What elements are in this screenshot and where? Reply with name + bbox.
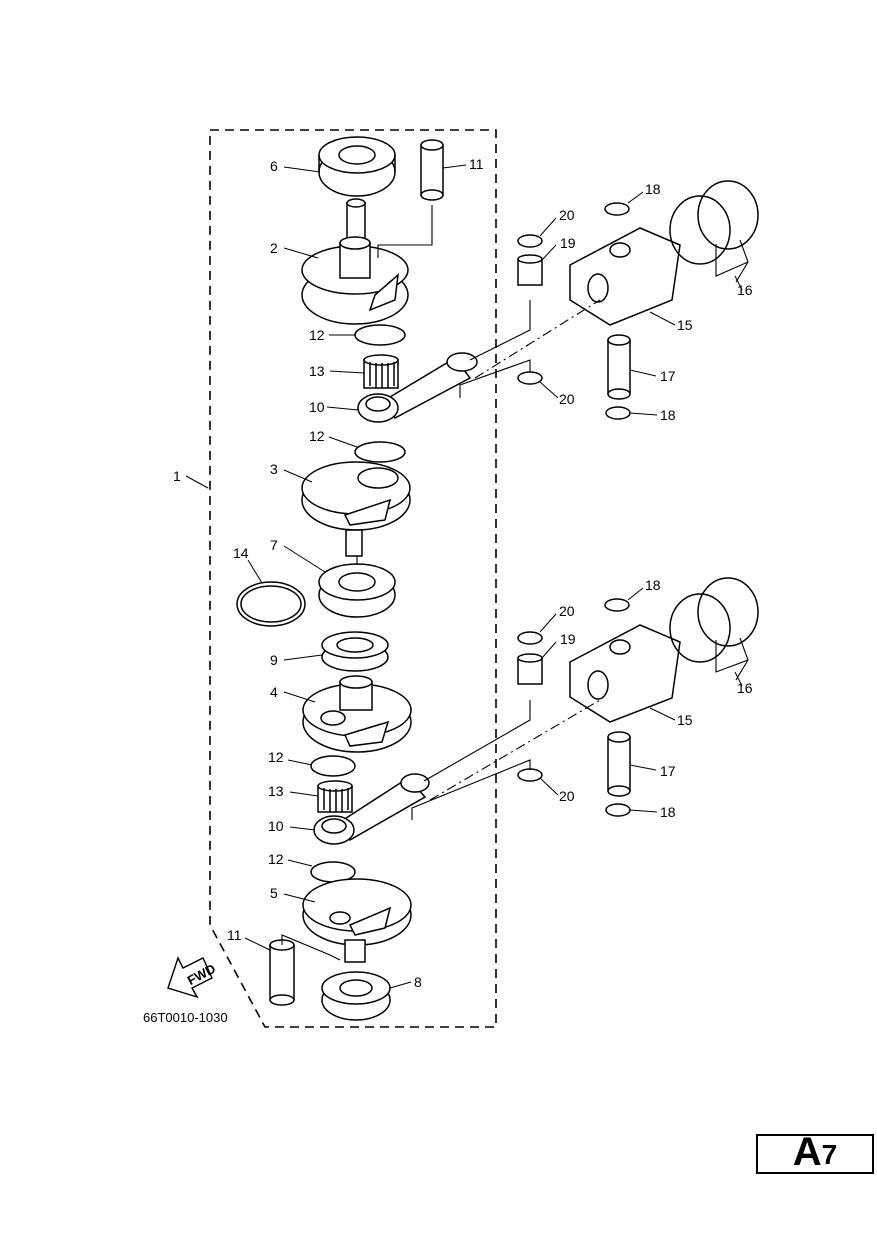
page-badge-letter: A	[792, 1130, 822, 1174]
washer-20-2	[517, 371, 543, 385]
small-end-bearing-upper	[517, 254, 543, 286]
wrist-pin-clip-4	[605, 803, 631, 817]
connecting-rod-upper	[357, 352, 478, 423]
dowel-pin-bottom	[269, 939, 295, 1006]
piston-rings-upper	[669, 180, 759, 265]
page-badge-number: 7	[821, 1139, 838, 1170]
callout-20-c: 20	[559, 603, 575, 619]
thrust-washer-1	[354, 324, 406, 346]
callout-12-b: 12	[309, 428, 325, 444]
callout-19-upper: 19	[560, 235, 576, 251]
thrust-washer-3	[310, 755, 356, 777]
callout-6: 6	[270, 158, 278, 174]
callout-10-upper: 10	[309, 399, 325, 415]
callout-16-lower: 16	[737, 680, 753, 696]
washer-20-4	[517, 768, 543, 782]
needle-bearing-upper	[363, 354, 399, 389]
callout-12-d: 12	[268, 851, 284, 867]
circlip	[236, 581, 306, 627]
callout-11-bottom: 11	[227, 927, 242, 943]
top-ball-bearing	[318, 136, 396, 197]
bottom-ball-bearing	[321, 971, 391, 1021]
drawing-code: 66T0010-1030	[143, 1010, 228, 1025]
callout-13-lower: 13	[268, 783, 284, 799]
middle-crank-web	[301, 461, 411, 557]
assembly-guide-lines	[281, 205, 749, 961]
wrist-pin-clip-1	[604, 202, 630, 216]
washer-20-3	[517, 631, 543, 645]
leader-lines	[185, 164, 743, 989]
washer-20-1	[517, 234, 543, 248]
wrist-pin-lower	[607, 731, 631, 797]
callout-2: 2	[270, 240, 278, 256]
small-end-bearing-lower	[517, 653, 543, 685]
thrust-washer-2	[354, 441, 406, 463]
fwd-direction-arrow: FWD	[167, 956, 218, 999]
callout-18-c: 18	[645, 577, 661, 593]
wrist-pin-clip-3	[604, 598, 630, 612]
callout-19-lower: 19	[560, 631, 576, 647]
connecting-rod-lower	[313, 773, 430, 845]
piston-upper	[569, 227, 681, 326]
callout-11-top: 11	[469, 156, 484, 172]
callout-14: 14	[233, 545, 249, 561]
dowel-pin-top	[420, 139, 444, 201]
callout-20-a: 20	[559, 207, 575, 223]
callout-18-b: 18	[660, 407, 676, 423]
callout-18-d: 18	[660, 804, 676, 820]
callout-16-upper: 16	[737, 282, 753, 298]
needle-bearing-lower	[317, 780, 353, 813]
callout-17-lower: 17	[660, 763, 676, 779]
callout-13-upper: 13	[309, 363, 325, 379]
labyrinth-seal	[321, 631, 389, 672]
callout-5: 5	[270, 885, 278, 901]
callout-18-a: 18	[645, 181, 661, 197]
bottom-crank-web	[302, 878, 412, 963]
wrist-pin-clip-2	[605, 406, 631, 420]
callout-15-lower: 15	[677, 712, 693, 728]
callout-1: 1	[173, 468, 181, 484]
callout-15-upper: 15	[677, 317, 693, 333]
callout-20-d: 20	[559, 788, 575, 804]
callout-12-c: 12	[268, 749, 284, 765]
callout-9: 9	[270, 652, 278, 668]
callout-numbers: 1 2 3 4 5 6 7 8 9 10 10 11 11 12 12 12 1…	[173, 156, 753, 990]
callout-8: 8	[414, 974, 422, 990]
upper-crank-web	[301, 198, 409, 325]
callout-10-lower: 10	[268, 818, 284, 834]
callout-7: 7	[270, 537, 278, 553]
callout-4: 4	[270, 684, 278, 700]
lower-middle-crank-web	[302, 675, 412, 753]
callout-20-b: 20	[559, 391, 575, 407]
piston-lower	[569, 624, 681, 723]
callout-12-a: 12	[309, 327, 325, 343]
wrist-pin-upper	[607, 334, 631, 400]
piston-rings-lower	[669, 577, 759, 663]
callout-3: 3	[270, 461, 278, 477]
crankshaft-assembly-boundary	[209, 129, 497, 1028]
center-ball-bearing	[318, 563, 396, 618]
callout-17-upper: 17	[660, 368, 676, 384]
